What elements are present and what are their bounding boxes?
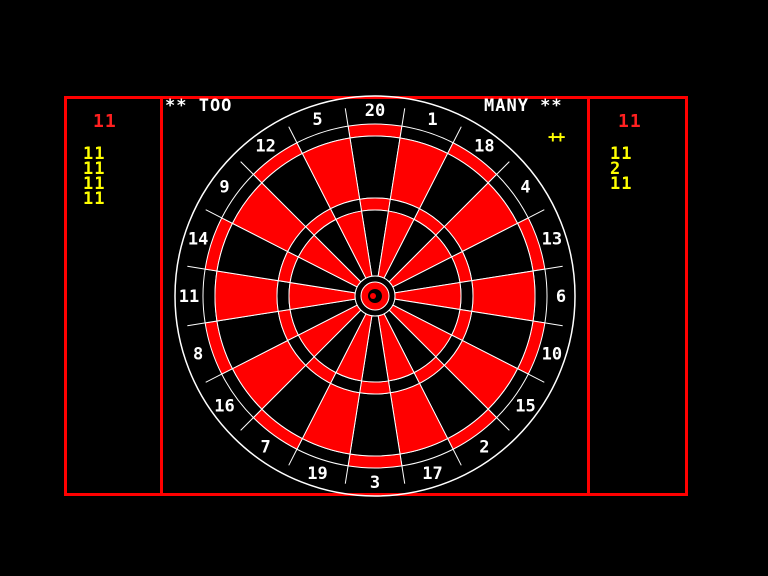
board-number-13: 13 [542,230,562,250]
board-number-2: 2 [479,437,489,457]
board-number-18: 18 [474,137,494,157]
spoke-wire [240,161,254,175]
spoke-wire [344,108,349,127]
spoke-wire [205,209,222,219]
board-number-3: 3 [370,473,380,493]
treble-segment-6 [459,280,474,312]
spoke-wire [187,265,206,270]
spoke-wire [187,322,206,327]
board-number-14: 14 [188,230,208,250]
spoke-wire [288,449,298,466]
board-number-19: 19 [307,464,327,484]
spoke-wire [240,417,254,431]
spoke-wire [452,449,462,466]
message-right: MANY ** [484,96,563,116]
left-history-item: 11 [83,159,106,179]
right-history-item: 2 [610,159,622,179]
board-number-20: 20 [365,101,385,121]
spoke-wire [401,108,406,127]
right-player-score: 11 [618,111,642,132]
spoke-wire [344,465,349,484]
spoke-wire [528,373,545,383]
spoke-wire [401,465,406,484]
left-history-item: 11 [83,144,106,164]
dart-marker-icon: ++ [548,127,565,146]
right-history-item: 11 [610,144,633,164]
board-number-16: 16 [214,396,234,416]
spoke-wire [496,161,510,175]
board-number-12: 12 [255,137,275,157]
board-number-4: 4 [520,178,530,198]
treble-segment-11 [276,280,291,312]
spoke-wire [544,322,563,327]
board-number-7: 7 [261,437,271,457]
board-number-1: 1 [427,110,437,130]
board-number-17: 17 [422,464,442,484]
message-left: ** TOO [165,96,233,116]
left-history-item: 11 [83,174,106,194]
spoke-wire [496,417,510,431]
board-number-5: 5 [312,110,322,130]
board-number-8: 8 [193,344,203,364]
spoke-wire [544,265,563,270]
dart-in-bull-icon [370,293,376,299]
board-number-10: 10 [542,344,562,364]
treble-segment-3 [359,380,391,395]
board-number-6: 6 [556,287,566,307]
spoke-wire [528,209,545,219]
spoke-wire [205,373,222,383]
board-outer-wire [174,95,576,497]
spoke-wire [452,126,462,143]
board-number-9: 9 [219,178,229,198]
board-number-11: 11 [179,287,199,307]
left-player-score: 11 [93,111,117,132]
treble-segment-20 [359,197,391,212]
spoke-wire [288,126,298,143]
right-history-item: 11 [610,174,633,194]
board-number-15: 15 [515,396,535,416]
left-history-item: 11 [83,189,106,209]
